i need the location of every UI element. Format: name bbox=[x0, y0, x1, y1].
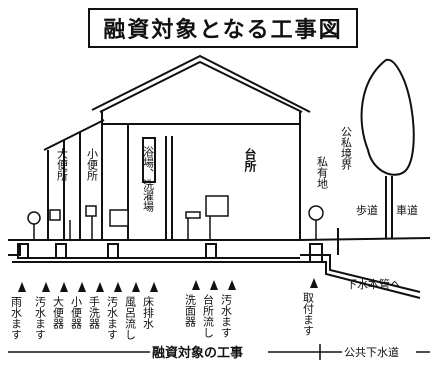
fixture-label-7: 床排水 bbox=[142, 295, 155, 329]
title-box: 融資対象となる工事図 bbox=[88, 8, 358, 48]
fixture-label-2: 大便器 bbox=[52, 295, 65, 330]
fixture-label-5: 汚水ます bbox=[106, 296, 119, 340]
fixtures-drawing bbox=[49, 195, 229, 240]
label-sidewalk: 歩道 bbox=[356, 203, 378, 217]
room-label-kitchen: 台所 bbox=[243, 147, 257, 173]
label-public-sewer: 公共下水道 bbox=[344, 345, 399, 359]
fixture-label-6: 風呂流し bbox=[124, 296, 137, 340]
label-private-land: 私有地 bbox=[316, 156, 329, 189]
room-label-toilet-large: 大便所 bbox=[56, 147, 69, 182]
arrows bbox=[18, 278, 318, 292]
fixture-label-1: 汚水ます bbox=[34, 296, 47, 340]
scope-lines bbox=[8, 344, 430, 360]
page-title: 融資対象となる工事図 bbox=[103, 18, 343, 43]
house-outline bbox=[43, 54, 311, 240]
fixture-label-9: 台所流し bbox=[202, 293, 215, 338]
fixture-label-4: 手洗器 bbox=[88, 295, 101, 330]
drain-pipes bbox=[8, 243, 421, 299]
fixture-label-0: 雨水ます bbox=[10, 296, 23, 340]
fixture-label-8: 洗面器 bbox=[184, 294, 197, 328]
label-eligible-works: 融資対象の工事 bbox=[152, 345, 243, 361]
ground-line bbox=[8, 237, 431, 241]
label-boundary: 公私境界 bbox=[340, 126, 353, 171]
fixture-label-3: 小便器 bbox=[70, 296, 83, 330]
tree-icon bbox=[27, 205, 324, 240]
large-tree-icon bbox=[360, 58, 415, 238]
label-sewer: 下水本管へ bbox=[346, 277, 401, 291]
fixture-label-11: 取付ます bbox=[302, 292, 315, 336]
room-label-toilet-small: 小便所 bbox=[86, 148, 99, 182]
room-label-bath: 浴場、洗濯場 bbox=[142, 146, 155, 213]
fixture-label-10: 汚水ます bbox=[220, 294, 233, 338]
label-roadway: 車道 bbox=[396, 203, 418, 217]
